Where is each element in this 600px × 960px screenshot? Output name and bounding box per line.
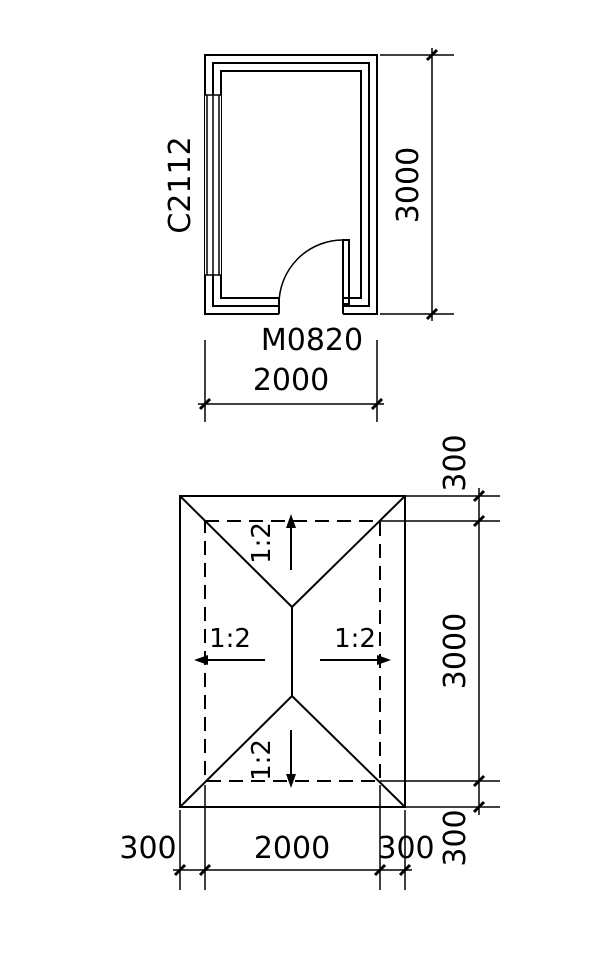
roof-height-label: 3000 [438, 613, 473, 689]
slope-arrow-right: 1:2 [320, 624, 391, 665]
plan-height-dimension: 3000 [380, 48, 454, 321]
roof-hip-lines [179, 495, 406, 808]
door-label: M0820 [261, 323, 363, 358]
roof-plan: 1:2 1:2 1:2 1:2 300 [119, 434, 500, 890]
roof-overhang-bottom-label: 300 [438, 809, 473, 866]
slope-label-left: 1:2 [209, 624, 251, 654]
door-symbol [278, 239, 350, 316]
door-leaf [342, 239, 350, 305]
slope-label-top: 1:2 [247, 522, 277, 564]
slope-label-bottom: 1:2 [247, 739, 277, 781]
plan-height-label: 3000 [391, 147, 426, 223]
roof-overhang-left-label: 300 [119, 831, 176, 866]
slope-arrow-left: 1:2 [194, 624, 265, 665]
inner-wall [220, 70, 362, 299]
slope-label-right: 1:2 [334, 624, 376, 654]
roof-horizontal-dimension: 300 2000 300 [119, 785, 435, 890]
wall-line-dashed [204, 520, 381, 782]
roof-overhang-right-label: 300 [377, 831, 434, 866]
slope-arrow-top: 1:2 [247, 514, 296, 570]
window-symbol [205, 94, 221, 276]
roof-vertical-dimension: 300 3000 300 [380, 434, 500, 867]
floor-plan: C2112 M0820 2000 3000 [163, 48, 454, 422]
window-label: C2112 [163, 136, 198, 233]
wall-middle-line [212, 62, 370, 307]
outer-wall [204, 54, 378, 315]
roof-width-label: 2000 [254, 831, 330, 866]
door-swing-arc [278, 239, 344, 305]
plan-width-label: 2000 [253, 363, 329, 398]
roof-overhang-top-label: 300 [438, 434, 473, 491]
slope-arrow-bottom: 1:2 [247, 730, 296, 788]
roof-eave-outline [179, 495, 406, 808]
plan-width-dimension: 2000 [198, 340, 384, 422]
